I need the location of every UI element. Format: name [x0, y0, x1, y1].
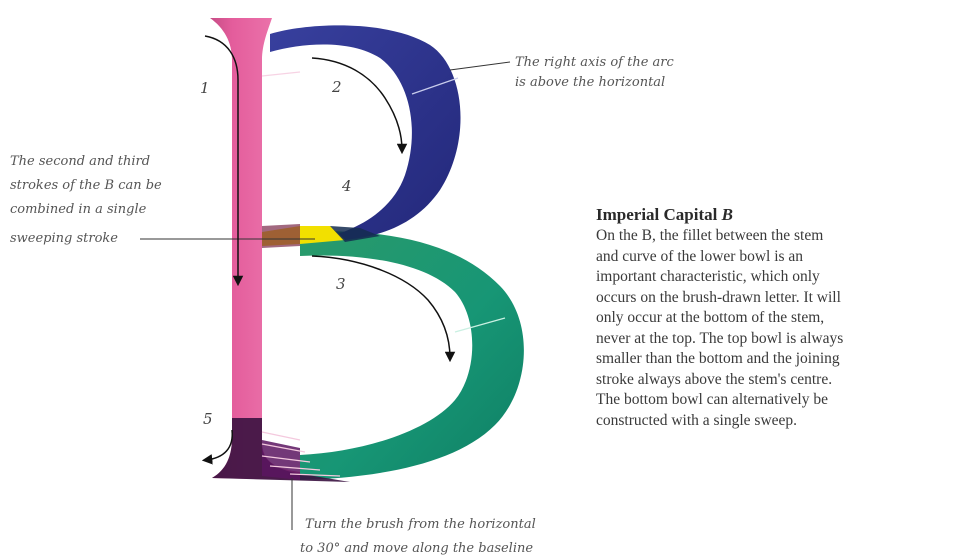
- stroke-number-5: 5: [203, 410, 213, 428]
- sweeping-note-line-3: combined in a single: [10, 202, 147, 217]
- stroke-2-arrow: [312, 58, 402, 150]
- stroke-number-4: 4: [341, 177, 352, 195]
- article-title: Imperial Capital B: [596, 204, 951, 226]
- article-text: Imperial Capital B On the B, the fillet …: [596, 204, 951, 431]
- sweeping-note-line-1: The second and third: [10, 154, 150, 169]
- sweeping-note-line-2: strokes of the B can be: [10, 178, 162, 193]
- stroke-number-2: 2: [331, 78, 342, 96]
- article-line: important characteristic, which only: [596, 267, 951, 288]
- stroke-number-3: 3: [336, 275, 346, 293]
- article-title-prefix: Imperial Capital: [596, 205, 722, 224]
- article-line: never at the top. The top bowl is always: [596, 329, 951, 350]
- turn-brush-note-line-1: Turn the brush from the horizontal: [305, 517, 536, 532]
- article-line: only occur at the bottom of the stem,: [596, 308, 951, 329]
- article-title-letter: B: [722, 205, 733, 224]
- sweeping-note-line-4: sweeping stroke: [10, 231, 118, 246]
- joint-shadow: [262, 224, 300, 248]
- top-bowl-stroke: [270, 25, 461, 240]
- article-line: On the B, the fillet between the stem: [596, 226, 951, 247]
- article-line: The bottom bowl can alternatively be: [596, 390, 951, 411]
- article-line: constructed with a single sweep.: [596, 411, 951, 432]
- turn-brush-note-line-2: to 30° and move along the baseline: [300, 541, 533, 556]
- article-line: occurs on the brush-drawn letter. It wil…: [596, 288, 951, 309]
- stem-stroke: [210, 18, 300, 480]
- stroke-number-1: 1: [200, 79, 210, 97]
- article-line: stroke always above the stem's centre.: [596, 370, 951, 391]
- article-line: and curve of the lower bowl is an: [596, 247, 951, 268]
- stem-divider: [262, 72, 300, 76]
- right-axis-note-line-2: is above the horizontal: [515, 75, 665, 90]
- right-axis-leader: [450, 62, 510, 70]
- article-line: smaller than the bottom and the joining: [596, 349, 951, 370]
- right-axis-note-line-1: The right axis of the arc: [515, 55, 674, 70]
- stroke-5-arrow: [206, 430, 232, 460]
- bottom-bowl-stroke: [300, 231, 524, 480]
